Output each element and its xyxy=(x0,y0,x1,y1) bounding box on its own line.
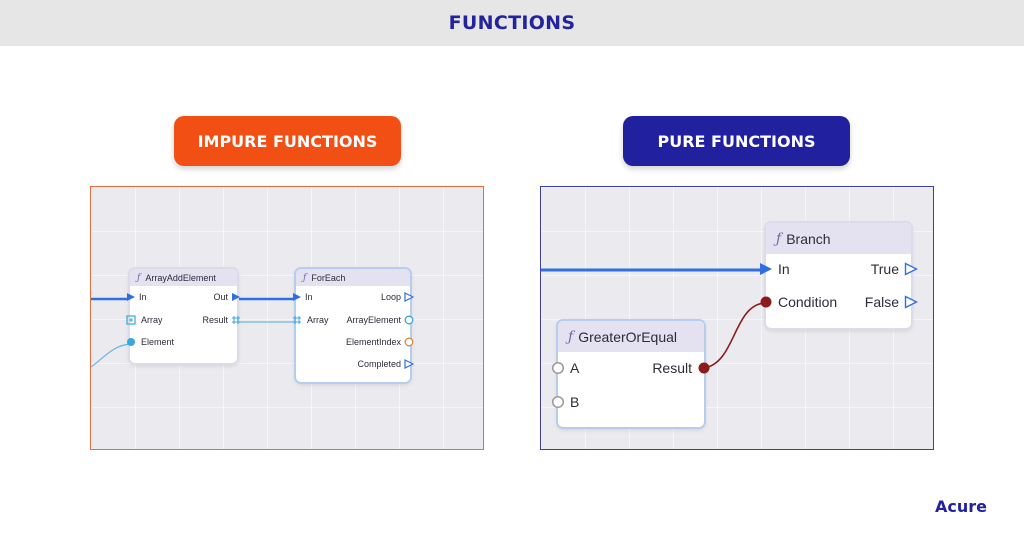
condition-port-row[interactable]: Condition xyxy=(759,294,837,310)
element-index-port-row[interactable]: ElementIndex xyxy=(346,337,414,347)
element-index-label: ElementIndex xyxy=(345,337,401,347)
array-port-row[interactable]: Array xyxy=(126,315,163,325)
element-port-row[interactable]: Element xyxy=(126,337,174,347)
branch-node[interactable]: ƒ Branch In True Condition False xyxy=(760,223,918,328)
result-label: Result xyxy=(652,360,692,376)
condition-label: Condition xyxy=(778,294,838,310)
false-label: False xyxy=(864,294,899,310)
in-port-row[interactable]: In xyxy=(292,292,313,302)
function-icon: ƒ xyxy=(568,328,574,345)
for-each-header: ƒ ForEach xyxy=(296,269,410,286)
in-label: In xyxy=(305,292,313,302)
exec-arrow-pin-icon[interactable] xyxy=(126,292,136,302)
result-port-row[interactable]: Result xyxy=(652,360,711,376)
exec-arrow-pin-icon[interactable] xyxy=(404,292,414,302)
exec-arrow-pin-icon[interactable] xyxy=(292,292,302,302)
exec-arrow-pin-icon[interactable] xyxy=(404,359,414,369)
out-port-row[interactable]: Out xyxy=(213,292,241,302)
false-port-row[interactable]: False xyxy=(865,294,918,310)
pure-wires xyxy=(541,268,766,369)
pure-functions-badge: PURE FUNCTIONS xyxy=(623,116,850,166)
condition-wire xyxy=(703,302,766,369)
data-dot-pin-icon[interactable] xyxy=(551,395,565,409)
array-add-element-header: ƒ ArrayAddElement xyxy=(130,269,237,286)
a-port-row[interactable]: A xyxy=(551,360,579,376)
data-dot-pin-icon[interactable] xyxy=(759,295,773,309)
function-icon: ƒ xyxy=(776,230,782,247)
array-grid-pin-icon[interactable] xyxy=(126,315,136,325)
exec-arrow-pin-icon[interactable] xyxy=(759,262,773,276)
completed-label: Completed xyxy=(357,359,401,369)
exec-arrow-pin-icon[interactable] xyxy=(904,295,918,309)
data-dot-pin-icon[interactable] xyxy=(126,337,136,347)
array-element-label: ArrayElement xyxy=(346,315,401,325)
in-port-row[interactable]: In xyxy=(126,292,147,302)
in-label: In xyxy=(139,292,147,302)
for-each-node[interactable]: ƒ ForEach In Loop Array ArrayElement El xyxy=(293,269,414,382)
node-title: ArrayAddElement xyxy=(145,272,216,283)
function-icon: ƒ xyxy=(137,272,141,283)
true-port-row[interactable]: True xyxy=(871,261,918,277)
array-add-element-node[interactable]: ƒ ArrayAddElement In Out Array Result xyxy=(126,269,240,363)
in-port-row[interactable]: In xyxy=(759,261,790,277)
array-element-port-row[interactable]: ArrayElement xyxy=(346,315,414,325)
data-dot-pin-icon[interactable] xyxy=(551,361,565,375)
header-bar: FUNCTIONS xyxy=(0,0,1024,46)
element-wire xyxy=(91,343,132,368)
a-label: A xyxy=(570,360,580,376)
b-port-row[interactable]: B xyxy=(551,394,579,410)
completed-port-row[interactable]: Completed xyxy=(357,359,414,369)
true-label: True xyxy=(870,261,899,277)
element-label: Element xyxy=(141,337,175,347)
page-title: FUNCTIONS xyxy=(448,12,576,34)
impure-functions-badge: IMPURE FUNCTIONS xyxy=(174,116,401,166)
node-title: ForEach xyxy=(311,272,346,283)
node-title: GreaterOrEqual xyxy=(578,328,678,345)
branch-header: ƒ Branch xyxy=(766,223,911,254)
impure-wires xyxy=(91,297,296,368)
data-dot-pin-icon[interactable] xyxy=(404,315,414,325)
function-icon: ƒ xyxy=(303,272,307,283)
result-port-row[interactable]: Result xyxy=(202,315,241,325)
data-dot-pin-icon[interactable] xyxy=(697,361,711,375)
array-port-row[interactable]: Array xyxy=(292,315,329,325)
array-grid-pin-icon[interactable] xyxy=(292,315,302,325)
array-label: Array xyxy=(307,315,329,325)
exec-arrow-pin-icon[interactable] xyxy=(231,292,241,302)
exec-arrow-pin-icon[interactable] xyxy=(904,262,918,276)
loop-port-row[interactable]: Loop xyxy=(381,292,414,302)
out-label: Out xyxy=(213,292,228,302)
array-grid-pin-icon[interactable] xyxy=(231,315,241,325)
result-label: Result xyxy=(202,315,228,325)
brand-logo: Acure xyxy=(935,497,987,516)
b-label: B xyxy=(570,394,580,410)
greater-or-equal-node[interactable]: ƒ GreaterOrEqual A Result B xyxy=(551,321,710,427)
array-label: Array xyxy=(141,315,163,325)
in-label: In xyxy=(778,261,790,277)
greater-or-equal-header: ƒ GreaterOrEqual xyxy=(558,321,704,352)
impure-graph-panel: ƒ ArrayAddElement In Out Array Result xyxy=(90,186,484,450)
data-dot-pin-icon[interactable] xyxy=(404,337,414,347)
pure-graph-panel: ƒ Branch In True Condition False ƒ Great… xyxy=(540,186,934,450)
loop-label: Loop xyxy=(380,292,401,302)
node-title: Branch xyxy=(786,230,831,247)
